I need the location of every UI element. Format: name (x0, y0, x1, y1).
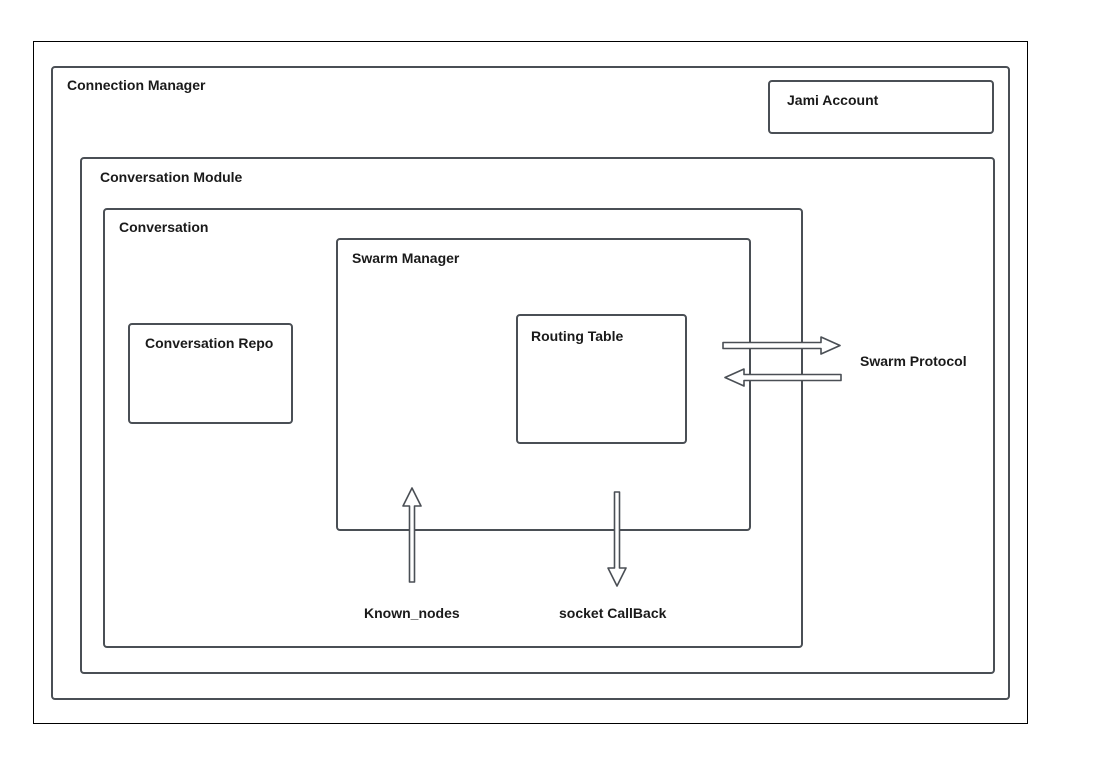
swarm-protocol-label: Swarm Protocol (860, 353, 967, 369)
jami-account-label: Jami Account (787, 92, 879, 108)
swarm-manager-label: Swarm Manager (352, 250, 460, 266)
conversation-repo-box (128, 323, 293, 424)
conversation-repo-label: Conversation Repo (145, 335, 274, 351)
conversation-module-box (80, 157, 995, 674)
incoming-arrow-left (724, 368, 842, 387)
socket-callback-arrow-down (607, 491, 627, 587)
socket-callback-label: socket CallBack (559, 605, 667, 621)
outer-frame (33, 41, 1028, 724)
known-nodes-label: Known_nodes (364, 605, 460, 621)
conversation-box (103, 208, 803, 648)
known-nodes-arrow-up (402, 487, 422, 583)
routing-table-label: Routing Table (531, 328, 624, 344)
connection-manager-box (51, 66, 1010, 700)
connection-manager-label: Connection Manager (67, 77, 206, 93)
routing-table-box (516, 314, 687, 444)
outgoing-arrow-right (722, 336, 841, 355)
jami-account-box (768, 80, 994, 134)
conversation-label: Conversation (119, 219, 209, 235)
conversation-module-label: Conversation Module (100, 169, 243, 185)
swarm-manager-box (336, 238, 751, 531)
